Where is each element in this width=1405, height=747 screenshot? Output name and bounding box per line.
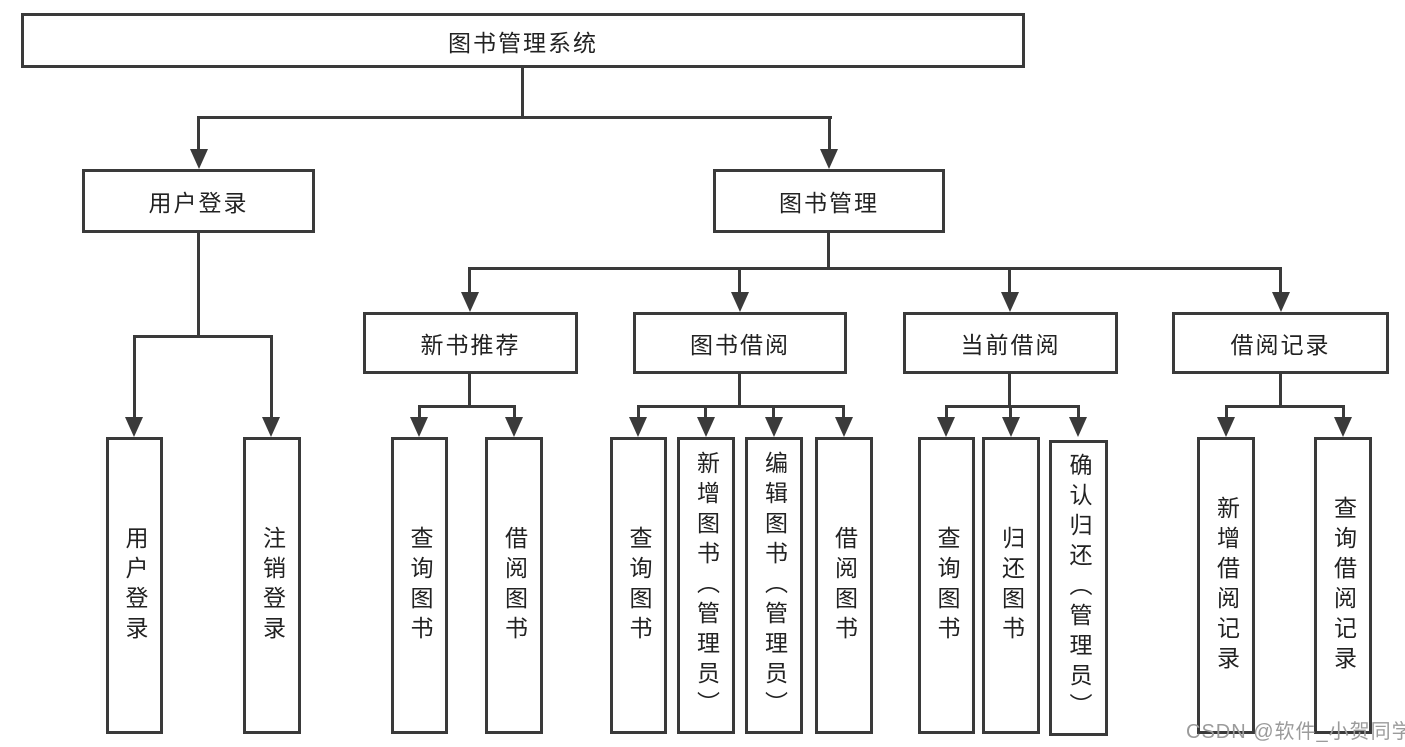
node-label: 借阅记录 (1230, 332, 1331, 358)
arrow-down-icon (1272, 292, 1290, 312)
arrow-down-icon (410, 417, 428, 437)
arrow-down-icon (461, 292, 479, 312)
connector-line (133, 335, 273, 338)
leaf-user-login: 用户登录 (106, 437, 163, 734)
connector-line (1342, 405, 1345, 421)
leaf-label: 新增图书（管理员） (693, 450, 720, 721)
node-book-management: 图书管理 (713, 169, 945, 233)
connector-line (738, 374, 741, 407)
connector-line (1279, 267, 1282, 295)
leaf-borrow-books: 借阅图书 (815, 437, 873, 734)
leaf-add-books-admin: 新增图书（管理员） (677, 437, 735, 734)
connector-line (1008, 267, 1011, 295)
leaf-label: 查询图书 (934, 525, 960, 646)
leaf-label: 借阅图书 (501, 525, 528, 646)
arrow-down-icon (820, 149, 838, 169)
arrow-down-icon (731, 292, 749, 312)
leaf-label: 确认归还（管理员） (1066, 453, 1092, 723)
arrow-down-icon (629, 417, 647, 437)
connector-line (197, 116, 200, 154)
leaf-confirm-return-admin: 确认归还（管理员） (1049, 440, 1108, 736)
leaf-label: 查询图书 (407, 525, 433, 646)
leaf-label: 借阅图书 (831, 525, 858, 646)
connector-line (418, 405, 516, 408)
node-label: 新书推荐 (420, 332, 521, 358)
arrow-down-icon (835, 417, 853, 437)
node-library-system: 图书管理系统 (21, 13, 1025, 68)
connector-line (1225, 405, 1345, 408)
connector-line (772, 405, 775, 421)
node-label: 用户登录 (148, 190, 249, 216)
node-label: 图书借阅 (690, 332, 790, 358)
connector-line (945, 405, 1080, 408)
arrow-down-icon (125, 417, 143, 437)
arrow-down-icon (1334, 417, 1352, 437)
leaf-label: 注销登录 (259, 525, 286, 646)
connector-line (513, 405, 516, 421)
connector-line (842, 405, 845, 421)
leaf-label: 用户登录 (122, 525, 148, 646)
arrow-down-icon (505, 417, 523, 437)
leaf-add-borrow-record: 新增借阅记录 (1197, 437, 1255, 734)
node-label: 当前借阅 (960, 332, 1061, 358)
leaf-logout-login: 注销登录 (243, 437, 301, 734)
connector-line (468, 267, 471, 295)
leaf-edit-books-admin: 编辑图书（管理员） (745, 437, 803, 734)
arrow-down-icon (1002, 417, 1020, 437)
leaf-query-books: 查询图书 (918, 437, 975, 734)
leaf-label: 查询图书 (626, 525, 652, 646)
connector-line (1077, 405, 1080, 421)
arrow-down-icon (697, 417, 715, 437)
csdn-watermark: CSDN @软件_小贺同学 (1186, 721, 1405, 743)
node-label: 图书管理 (779, 190, 879, 216)
connector-line (270, 335, 273, 420)
connector-line (738, 267, 741, 295)
connector-line (637, 405, 845, 408)
connector-line (637, 405, 640, 421)
connector-line (197, 116, 832, 119)
node-book-borrowing: 图书借阅 (633, 312, 847, 374)
connector-line (197, 233, 200, 338)
connector-line (704, 405, 707, 421)
arrow-down-icon (1217, 417, 1235, 437)
leaf-label: 归还图书 (998, 525, 1025, 646)
arrow-down-icon (262, 417, 280, 437)
connector-line (133, 335, 136, 420)
arrow-down-icon (1069, 417, 1087, 437)
leaf-label: 编辑图书（管理员） (761, 450, 788, 721)
node-label: 图书管理系统 (448, 29, 598, 56)
leaf-label: 查询借阅记录 (1330, 495, 1357, 676)
leaf-label: 新增借阅记录 (1213, 495, 1240, 676)
connector-line (418, 405, 421, 421)
connector-line (1225, 405, 1228, 421)
node-user-login: 用户登录 (82, 169, 315, 233)
leaf-query-books: 查询图书 (610, 437, 667, 734)
node-new-book-recommend: 新书推荐 (363, 312, 578, 374)
connector-line (521, 66, 524, 119)
leaf-query-books: 查询图书 (391, 437, 448, 734)
node-current-borrowing: 当前借阅 (903, 312, 1118, 374)
leaf-return-books: 归还图书 (982, 437, 1040, 734)
arrow-down-icon (765, 417, 783, 437)
leaf-query-borrow-record: 查询借阅记录 (1314, 437, 1372, 734)
connector-line (468, 374, 471, 407)
connector-line (827, 233, 830, 270)
node-borrowing-records: 借阅记录 (1172, 312, 1389, 374)
arrow-down-icon (1001, 292, 1019, 312)
connector-line (1279, 374, 1282, 407)
connector-line (468, 267, 1282, 270)
connector-line (828, 116, 831, 154)
connector-line (1008, 374, 1011, 407)
arrow-down-icon (937, 417, 955, 437)
arrow-down-icon (190, 149, 208, 169)
connector-line (1009, 405, 1012, 421)
connector-line (945, 405, 948, 421)
leaf-borrow-books: 借阅图书 (485, 437, 543, 734)
